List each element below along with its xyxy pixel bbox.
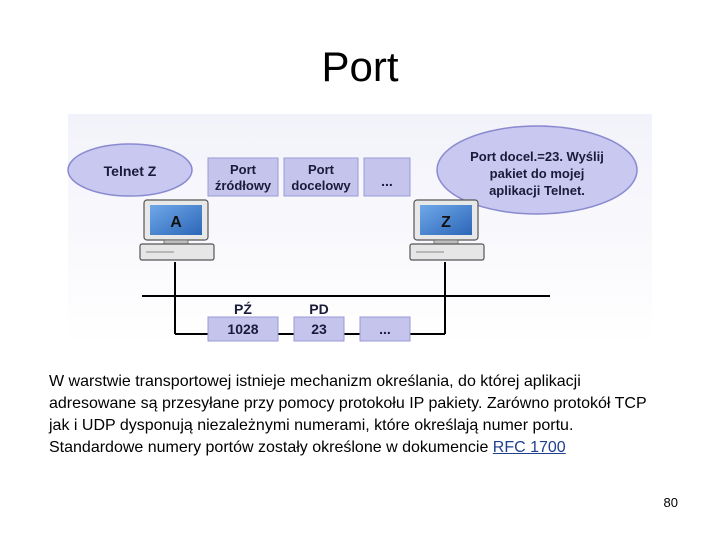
pd-label: PD	[309, 301, 328, 317]
source-port-label-1: Port	[230, 162, 257, 177]
computer-z-label: Z	[441, 214, 451, 231]
destination-port-bubble	[436, 125, 638, 215]
destination-port-label-1: Port	[308, 162, 335, 177]
source-port-value-box	[207, 316, 279, 342]
rfc-link[interactable]: RFC 1700	[492, 439, 566, 456]
header-ellipsis-label: ...	[381, 173, 393, 189]
page-number: 80	[663, 495, 678, 510]
telnet-bubble-label: Telnet Z	[104, 163, 157, 179]
description-text: W warstwie transportowej istnieje mechan…	[49, 373, 647, 456]
header-ellipsis-box	[363, 157, 411, 197]
description-paragraph: W warstwie transportowej istnieje mechan…	[49, 371, 669, 459]
source-port-value: 1028	[227, 321, 258, 337]
destination-port-value-box	[293, 316, 345, 342]
source-port-box	[207, 157, 279, 197]
bottom-ellipsis-label: ...	[379, 321, 391, 337]
bubble-right-line-3: aplikacji Telnet.	[489, 183, 585, 198]
telnet-bubble	[67, 143, 193, 197]
destination-port-label-2: docelowy	[291, 178, 351, 193]
computer-a-icon	[139, 199, 215, 261]
computer-a-label: A	[170, 214, 182, 231]
port-diagram: Telnet Z Port docel.=23. Wyślij pakiet d…	[60, 104, 660, 350]
destination-port-box	[283, 157, 359, 197]
bubble-right-line-2: pakiet do mojej	[490, 166, 585, 181]
bubble-right-line-1: Port docel.=23. Wyślij	[470, 149, 604, 164]
bottom-ellipsis-box	[359, 316, 411, 342]
destination-port-value: 23	[311, 321, 327, 337]
source-port-label-2: źródłowy	[215, 178, 272, 193]
slide-title: Port	[321, 43, 399, 90]
computer-z-icon	[409, 199, 485, 261]
pz-label: PŹ	[234, 301, 252, 317]
